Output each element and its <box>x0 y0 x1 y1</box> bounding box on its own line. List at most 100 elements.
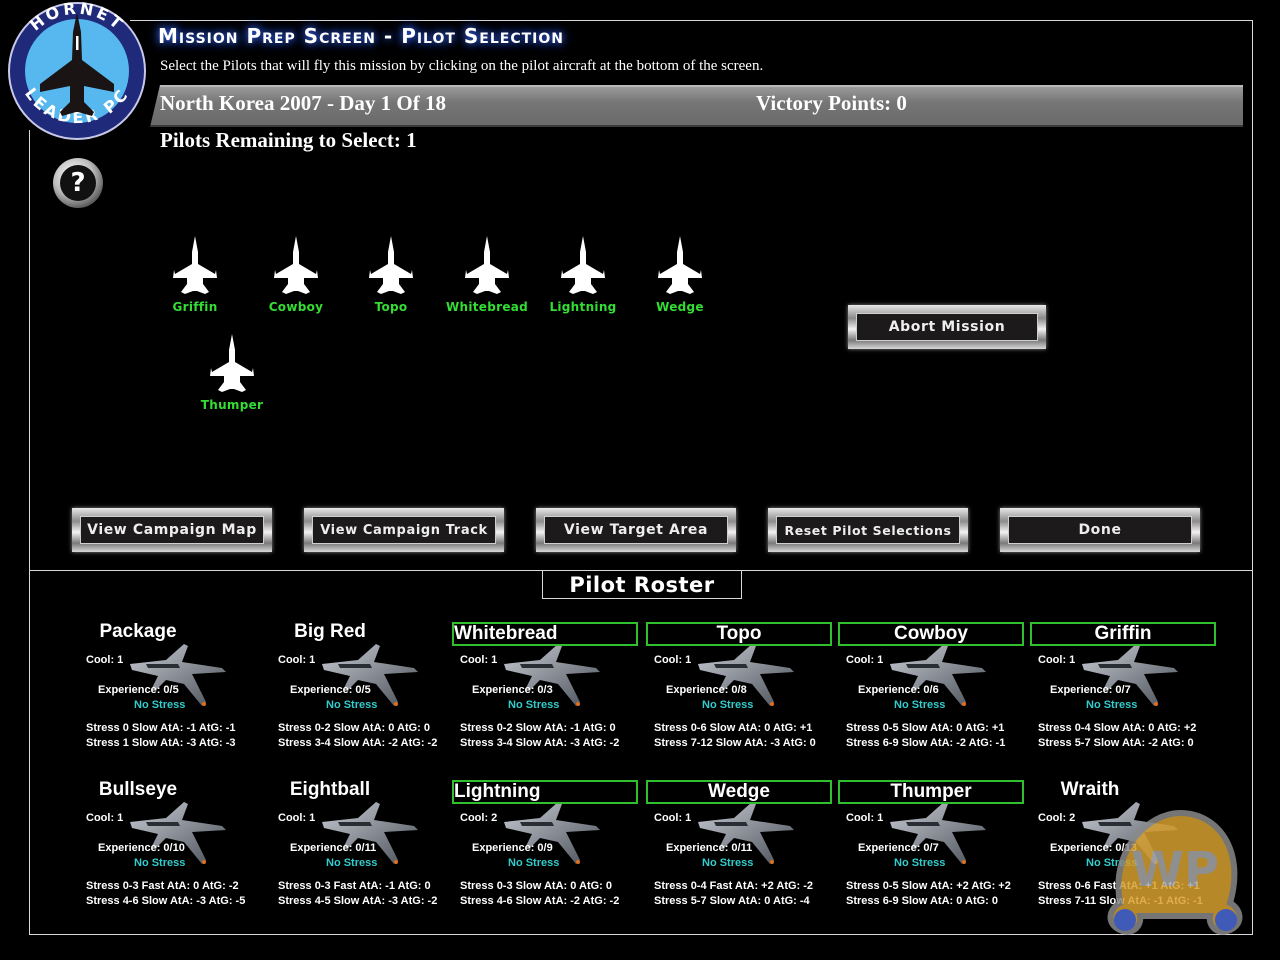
selected-pilot-aircraft[interactable]: Lightning <box>533 234 633 314</box>
pilot-cool: Cool: 1 <box>460 654 498 666</box>
pilot-experience: Experience: 0/5 <box>290 684 371 696</box>
pilot-stress-row: Stress 4-6 Slow AtA: -2 AtG: -2 <box>460 895 620 907</box>
frame-line <box>29 130 30 935</box>
help-icon: ? <box>60 165 96 201</box>
abort-mission-button[interactable]: Abort Mission <box>848 305 1046 349</box>
hornet-aircraft-icon <box>504 644 600 706</box>
selected-pilot-aircraft[interactable]: Thumper <box>182 332 282 412</box>
hornet-aircraft-icon <box>322 802 418 864</box>
hornet-aircraft-icon <box>698 644 794 706</box>
pilot-stress-row: Stress 6-9 Slow AtA: 0 AtG: 0 <box>846 895 998 907</box>
pilot-stress-row: Stress 5-7 Slow AtA: -2 AtG: 0 <box>1038 737 1194 749</box>
pilot-name: Package <box>99 621 177 642</box>
pilot-name: Thumper <box>838 780 1024 804</box>
hornet-aircraft-icon <box>890 802 986 864</box>
jet-silhouette-icon <box>40 12 114 116</box>
pilot-name: Topo <box>646 622 832 646</box>
selected-pilot-aircraft[interactable]: Griffin <box>145 234 245 314</box>
pilot-cool: Cool: 1 <box>654 812 692 824</box>
pilot-stress-row: Stress 4-5 Slow AtA: -3 AtG: -2 <box>278 895 438 907</box>
done-button[interactable]: Done <box>1000 508 1200 552</box>
pilot-name: Big Red <box>294 621 366 642</box>
pilot-stress-status: No Stress <box>326 699 378 711</box>
jet-icon <box>369 236 413 294</box>
pilot-stress-row: Stress 3-4 Slow AtA: -3 AtG: -2 <box>460 737 620 749</box>
page-instructions: Select the Pilots that will fly this mis… <box>160 58 764 74</box>
hornet-aircraft-icon <box>504 802 600 864</box>
pilot-cool: Cool: 1 <box>654 654 692 666</box>
done-label: Done <box>1008 516 1192 544</box>
pilot-name: Wraith <box>1060 779 1120 800</box>
pilot-experience: Experience: 0/5 <box>98 684 179 696</box>
pilot-stress-status: No Stress <box>1086 699 1138 711</box>
campaign-banner <box>150 85 1243 127</box>
pilot-stress-row: Stress 4-6 Slow AtA: -3 AtG: -5 <box>86 895 246 907</box>
frame-line <box>1252 20 1253 935</box>
selected-pilot-name: Thumper <box>200 398 264 412</box>
pilot-stress-row: Stress 3-4 Slow AtA: -2 AtG: -2 <box>278 737 438 749</box>
selected-pilot-name: Wedge <box>656 300 704 314</box>
watermark-text: WP <box>1131 842 1219 898</box>
selected-pilot-aircraft[interactable]: Wedge <box>630 234 730 314</box>
view-campaign-track-button[interactable]: View Campaign Track <box>304 508 504 552</box>
help-button[interactable]: ? <box>53 158 103 208</box>
pilot-cool: Cool: 1 <box>1038 654 1076 666</box>
pilot-stress-status: No Stress <box>894 857 946 869</box>
view-campaign-map-button[interactable]: View Campaign Map <box>72 508 272 552</box>
jet-icon <box>274 236 318 294</box>
hornet-aircraft-icon <box>130 644 226 706</box>
abort-mission-label: Abort Mission <box>856 313 1038 341</box>
pilot-name: Wedge <box>646 780 832 804</box>
pilot-stress-row: Stress 0-3 Fast AtA: -1 AtG: 0 <box>278 880 431 892</box>
pilot-stress-status: No Stress <box>508 857 560 869</box>
pilot-stress-status: No Stress <box>326 857 378 869</box>
pilot-experience: Experience: 0/7 <box>1050 684 1131 696</box>
hornet-leader-logo: HORNET LEADER PC <box>8 2 146 140</box>
selected-pilot-aircraft[interactable]: Whitebread <box>437 234 537 314</box>
pilot-stress-row: Stress 0-3 Fast AtA: 0 AtG: -2 <box>86 880 239 892</box>
view-target-area-label: View Target Area <box>544 516 728 544</box>
jet-icon <box>658 236 702 294</box>
hornet-aircraft-icon <box>322 644 418 706</box>
pilot-name: Whitebread <box>452 622 638 646</box>
victory-points: Victory Points: 0 <box>756 91 907 115</box>
pilot-name: Griffin <box>1030 622 1216 646</box>
pilot-stress-row: Stress 0-4 Slow AtA: 0 AtG: +2 <box>1038 722 1197 734</box>
pilot-stress-row: Stress 0-5 Slow AtA: +2 AtG: +2 <box>846 880 1011 892</box>
pilot-stress-status: No Stress <box>134 699 186 711</box>
view-target-area-button[interactable]: View Target Area <box>536 508 736 552</box>
selected-pilot-name: Lightning <box>549 300 617 314</box>
pilots-remaining: Pilots Remaining to Select: 1 <box>160 128 417 152</box>
selected-pilot-name: Cowboy <box>268 300 324 314</box>
pilot-name: Bullseye <box>98 779 178 800</box>
pilot-experience: Experience: 0/10 <box>98 842 185 854</box>
view-campaign-track-label: View Campaign Track <box>312 516 496 544</box>
pilot-cool: Cool: 1 <box>86 654 124 666</box>
view-campaign-map-label: View Campaign Map <box>80 516 264 544</box>
pilot-stress-row: Stress 5-7 Slow AtA: 0 AtG: -4 <box>654 895 810 907</box>
hornet-aircraft-icon <box>890 644 986 706</box>
section-divider <box>29 570 1253 571</box>
pilot-stress-row: Stress 7-12 Slow AtA: -3 AtG: 0 <box>654 737 816 749</box>
pilot-experience: Experience: 0/3 <box>472 684 553 696</box>
pilot-stress-status: No Stress <box>702 857 754 869</box>
jet-icon <box>561 236 605 294</box>
pilot-cool: Cool: 1 <box>846 812 884 824</box>
selected-pilot-aircraft[interactable]: Cowboy <box>246 234 346 314</box>
selected-pilot-aircraft[interactable]: Topo <box>341 234 441 314</box>
jet-icon <box>465 236 509 294</box>
hornet-aircraft-icon <box>1082 644 1178 706</box>
reset-pilot-selections-button[interactable]: Reset Pilot Selections <box>768 508 968 552</box>
pilot-stress-row: Stress 0 Slow AtA: -1 AtG: -1 <box>86 722 236 734</box>
